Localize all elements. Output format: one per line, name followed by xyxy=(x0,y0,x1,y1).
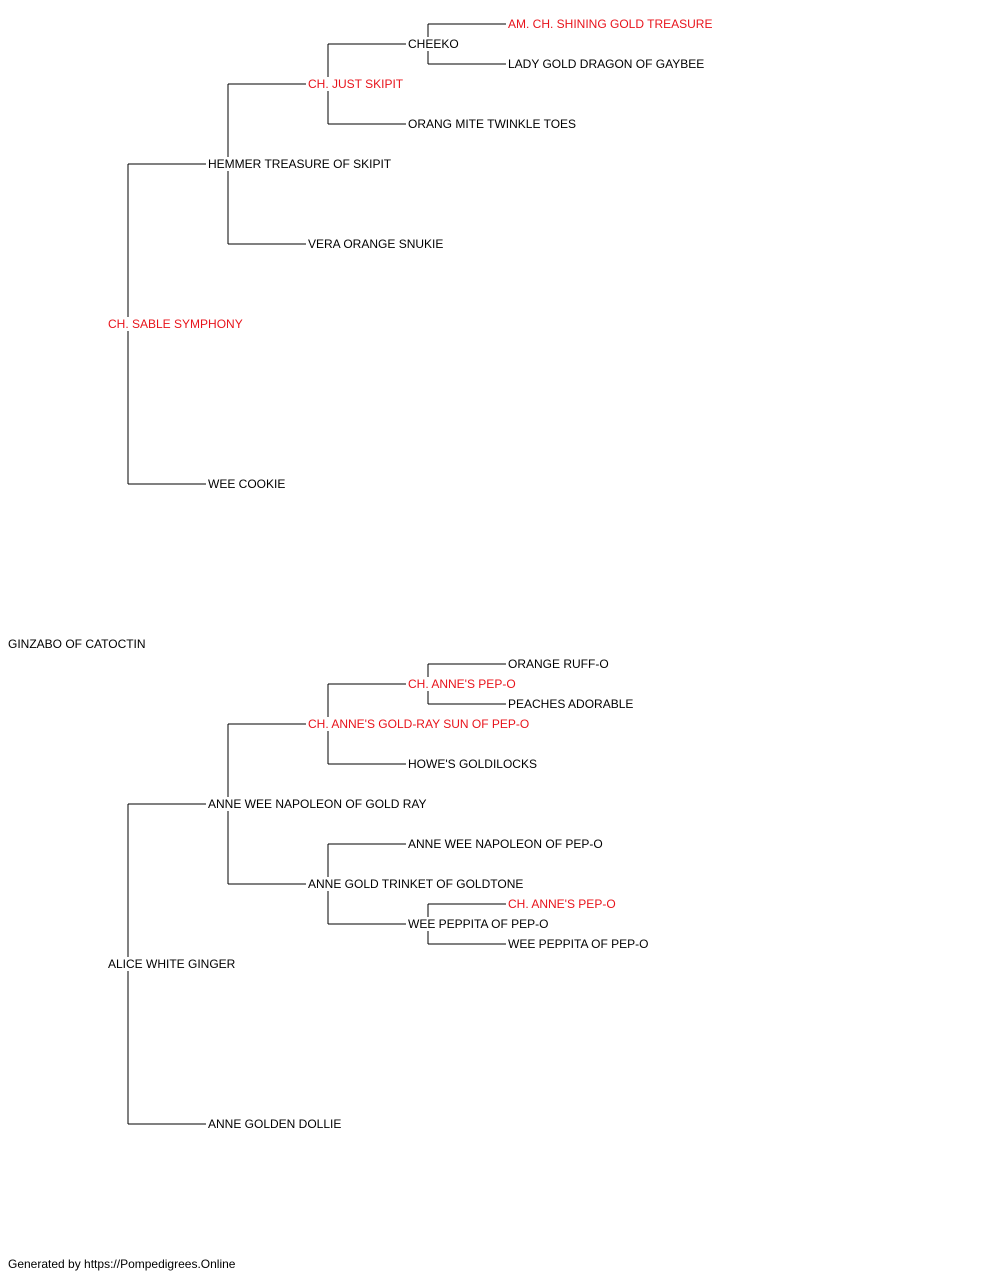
pedigree-sire-sire-sire-sire-sire-name: AM. CH. SHINING GOLD TREASURE xyxy=(508,17,715,31)
pedigree-subject-name: GINZABO OF CATOCTIN xyxy=(8,637,148,651)
pedigree-sire-sire-sire-sire-name: CHEEKO xyxy=(408,37,461,51)
pedigree-dam-dam-name: ANNE GOLDEN DOLLIE xyxy=(208,1117,344,1131)
pedigree-dam-sire-name: ANNE WEE NAPOLEON OF GOLD RAY xyxy=(208,797,429,811)
pedigree-dam-sire-sire-name: CH. ANNE'S GOLD-RAY SUN OF PEP-O xyxy=(308,717,532,731)
pedigree-dam-sire-dam-dam-sire-name: CH. ANNE'S PEP-O xyxy=(508,897,618,911)
pedigree-sire-sire-sire-name: CH. JUST SKIPIT xyxy=(308,77,406,91)
pedigree-sire-dam-name: WEE COOKIE xyxy=(208,477,288,491)
pedigree-dam-sire-dam-sire-name: ANNE WEE NAPOLEON OF PEP-O xyxy=(408,837,605,851)
pedigree-dam-sire-sire-dam-name: HOWE'S GOLDILOCKS xyxy=(408,757,539,771)
pedigree-dam-sire-sire-sire-dam-name: PEACHES ADORABLE xyxy=(508,697,636,711)
pedigree-dam-sire-dam-name: ANNE GOLD TRINKET OF GOLDTONE xyxy=(308,877,526,891)
pedigree-sire-sire-sire-dam-name: ORANG MITE TWINKLE TOES xyxy=(408,117,579,131)
footer-credit: Generated by https://Pompedigrees.Online xyxy=(8,1257,236,1271)
pedigree-sire-sire-name: HEMMER TREASURE OF SKIPIT xyxy=(208,157,394,171)
pedigree-sire-name: CH. SABLE SYMPHONY xyxy=(108,317,245,331)
pedigree-sire-sire-dam-name: VERA ORANGE SNUKIE xyxy=(308,237,446,251)
pedigree-dam-sire-dam-dam-dam-name: WEE PEPPITA OF PEP-O xyxy=(508,937,651,951)
pedigree-sire-sire-sire-sire-dam-name: LADY GOLD DRAGON OF GAYBEE xyxy=(508,57,707,71)
pedigree-dam-sire-sire-sire-sire-name: ORANGE RUFF-O xyxy=(508,657,611,671)
pedigree-dam-sire-sire-sire-name: CH. ANNE'S PEP-O xyxy=(408,677,518,691)
pedigree-dam-name: ALICE WHITE GINGER xyxy=(108,957,238,971)
pedigree-dam-sire-dam-dam-name: WEE PEPPITA OF PEP-O xyxy=(408,917,551,931)
